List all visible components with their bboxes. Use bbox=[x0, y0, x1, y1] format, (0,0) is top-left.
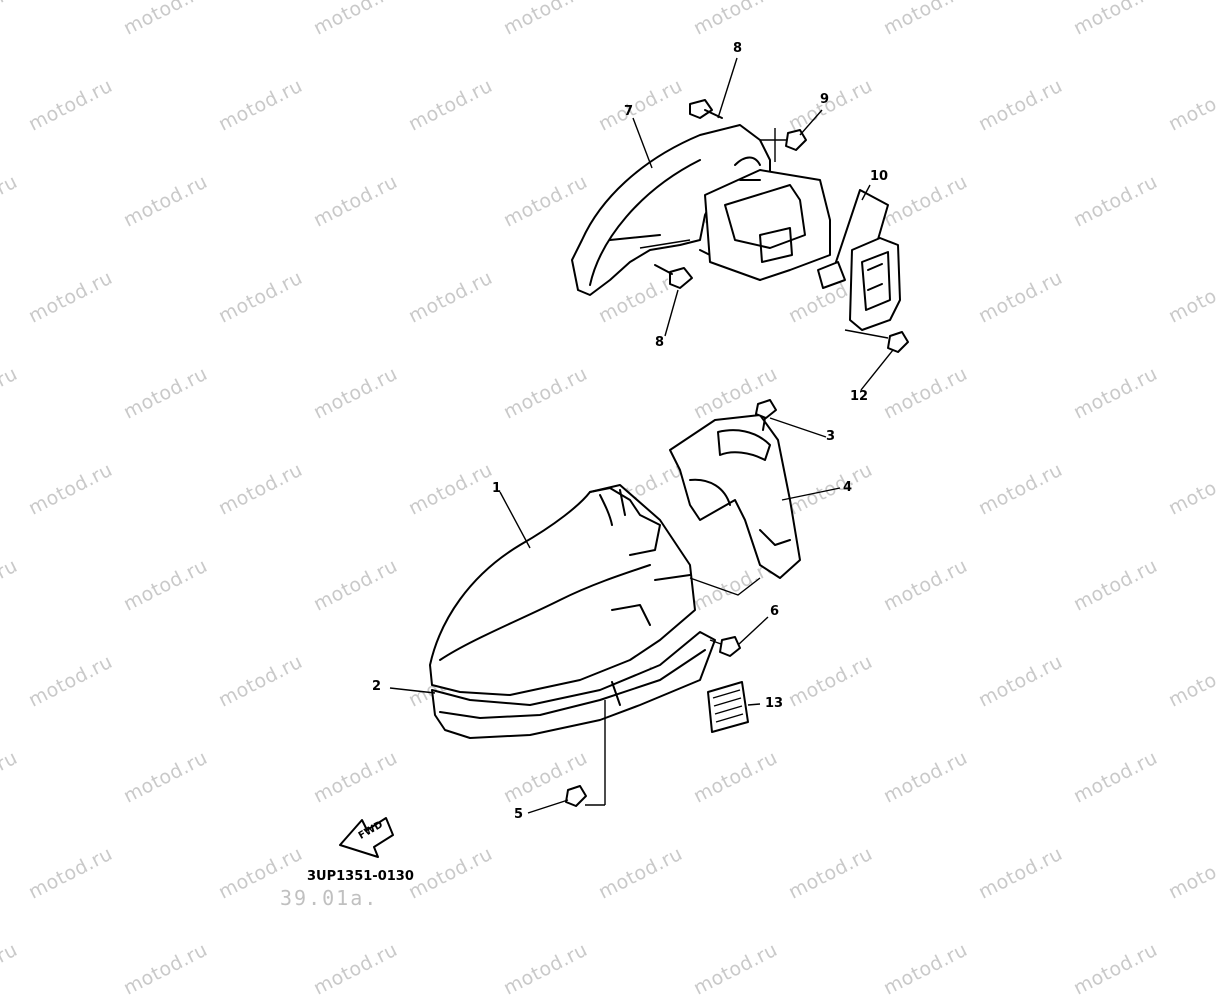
bolt-3 bbox=[755, 399, 777, 431]
callout-8-lower: 8 bbox=[655, 335, 665, 350]
nut-5 bbox=[565, 785, 587, 807]
watermark-text: motod.ru bbox=[0, 938, 22, 1000]
callout-4: 4 bbox=[843, 480, 853, 495]
bolt-12 bbox=[887, 331, 909, 353]
watermark-text: motod.ru bbox=[690, 938, 782, 1000]
part-2-lower-guard bbox=[431, 631, 716, 739]
watermark-text: motod.ru bbox=[1070, 938, 1162, 1000]
callout-9: 9 bbox=[820, 92, 830, 107]
watermark-text: motod.ru bbox=[500, 938, 592, 1000]
bolt-8-lower bbox=[654, 264, 693, 289]
part-1-rear-cowl bbox=[429, 484, 696, 696]
callout-5: 5 bbox=[514, 807, 524, 822]
watermark-text: motod.ru bbox=[880, 938, 972, 1000]
callout-10: 10 bbox=[870, 169, 889, 184]
part-10-label bbox=[817, 189, 889, 289]
callout-12: 12 bbox=[850, 389, 869, 404]
watermark-text: motod.ru bbox=[120, 938, 212, 1000]
watermark-text: motod.ru bbox=[310, 938, 402, 1000]
nut-9 bbox=[785, 129, 807, 151]
nut-6 bbox=[719, 636, 741, 657]
part-13-reflector bbox=[707, 681, 749, 733]
fwd-arrow-icon bbox=[339, 817, 394, 858]
callout-3: 3 bbox=[826, 429, 836, 444]
callout-6: 6 bbox=[770, 604, 780, 619]
part-plate-bracket bbox=[849, 237, 901, 331]
bolt-8-upper bbox=[689, 99, 723, 119]
part-7-box-bracket bbox=[704, 156, 831, 281]
diagram-code-faint: 39.01a. bbox=[280, 886, 379, 910]
callout-8-upper: 8 bbox=[733, 41, 743, 56]
callout-13: 13 bbox=[765, 696, 784, 711]
assembly-lines-upper bbox=[639, 128, 889, 339]
callout-2: 2 bbox=[372, 679, 382, 694]
callout-1: 1 bbox=[492, 481, 502, 496]
callout-7: 7 bbox=[624, 104, 634, 119]
parts-drawing bbox=[339, 57, 909, 858]
part-4-inner-fender bbox=[669, 414, 801, 579]
diagram-code: 3UP1351-0130 bbox=[307, 869, 414, 884]
leader-lines bbox=[389, 57, 894, 814]
